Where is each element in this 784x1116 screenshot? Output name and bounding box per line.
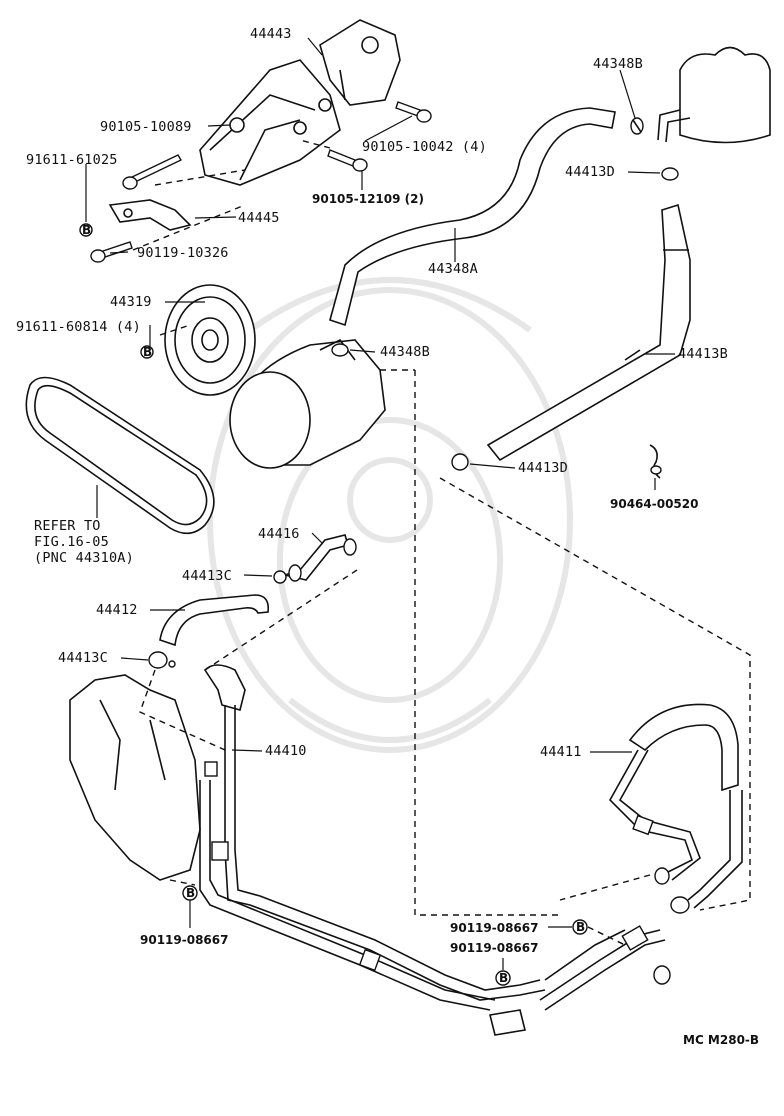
part-label-90119-08667-a: 90119-08667	[140, 933, 228, 947]
pump-pulley-44319	[164, 284, 256, 396]
part-label-90105-12109: 90105-12109 (2)	[312, 192, 424, 206]
pressure-tube-44410	[199, 664, 546, 1036]
part-label-44416: 44416	[258, 526, 300, 542]
hose-clamp-44348B-top	[630, 117, 644, 135]
clip-90464-00520	[649, 444, 662, 479]
bolt-90105-10089	[122, 154, 182, 190]
part-label-90464-00520: 90464-00520	[610, 497, 698, 511]
part-label-44411: 44411	[540, 744, 582, 760]
part-label-90105-10042: 90105-10042 (4)	[362, 139, 487, 155]
part-label-90119-10326: 90119-10326	[137, 245, 229, 261]
marker-b: B	[499, 971, 508, 985]
bolt-marker-b-icon	[572, 919, 588, 935]
return-tube-44413B	[486, 203, 691, 462]
part-label-44410: 44410	[265, 743, 307, 759]
part-label-90105-10089: 90105-10089	[100, 119, 192, 135]
part-label-44348B-top: 44348B	[593, 56, 643, 72]
return-hose-44348A	[329, 107, 616, 327]
marker-b: B	[143, 345, 152, 359]
part-label-44412: 44412	[96, 602, 138, 618]
part-label-44413B: 44413B	[678, 346, 728, 362]
clamp-44413D-top	[661, 167, 679, 181]
part-label-44413C-a: 44413C	[182, 568, 232, 584]
part-label-44413D-mid: 44413D	[518, 460, 568, 476]
part-label-91611-60814: 91611-60814 (4)	[16, 319, 141, 335]
part-label-44319: 44319	[110, 294, 152, 310]
refer-note-line2: FIG.16-05	[34, 534, 109, 550]
part-label-44413C-b: 44413C	[58, 650, 108, 666]
bolt-90119-10326	[90, 241, 133, 263]
tube-band-2	[624, 349, 641, 361]
bolt-marker-b-icon	[495, 970, 511, 986]
oil-reservoir	[657, 46, 771, 144]
power-steering-pump	[229, 338, 386, 469]
pressure-union-44416	[282, 534, 357, 582]
marker-b: B	[186, 886, 195, 900]
part-label-44413D-top: 44413D	[565, 164, 615, 180]
pump-bracket-44443	[199, 19, 401, 186]
part-label-90119-08667-c: 90119-08667	[450, 941, 538, 955]
nut-marker-b-icon	[140, 345, 154, 359]
part-label-44445: 44445	[238, 210, 280, 226]
clamp-44413C-a	[273, 570, 287, 584]
part-label-44348B-mid: 44348B	[380, 344, 430, 360]
bolt-90105-12109	[327, 149, 368, 172]
bolt-90105-10042	[395, 101, 432, 123]
clamp-44413D-mid	[451, 453, 469, 471]
marker-b: B	[82, 223, 91, 237]
refer-note-line3: (PNC 44310A)	[34, 550, 134, 566]
steering-gear-housing	[69, 674, 201, 881]
drive-belt	[25, 376, 215, 535]
leader-lines	[85, 37, 675, 970]
bolt-marker-b-icon	[79, 223, 93, 237]
marker-b: B	[576, 920, 585, 934]
figure-code: MC M280-B	[683, 1033, 759, 1047]
dashed-assembly-lines	[132, 139, 751, 946]
part-label-44443: 44443	[250, 26, 292, 42]
part-label-44348A: 44348A	[428, 261, 478, 277]
suction-hose-44412	[159, 594, 270, 647]
part-label-90119-08667-b: 90119-08667	[450, 921, 538, 935]
refer-note-line1: REFER TO	[34, 518, 101, 534]
clamp-44413C-b	[148, 651, 176, 669]
return-tube-44411	[539, 703, 743, 1011]
adjusting-strut-44445	[108, 199, 192, 231]
part-label-91611-61025: 91611-61025	[26, 152, 118, 168]
watermark-emblem	[207, 277, 573, 753]
